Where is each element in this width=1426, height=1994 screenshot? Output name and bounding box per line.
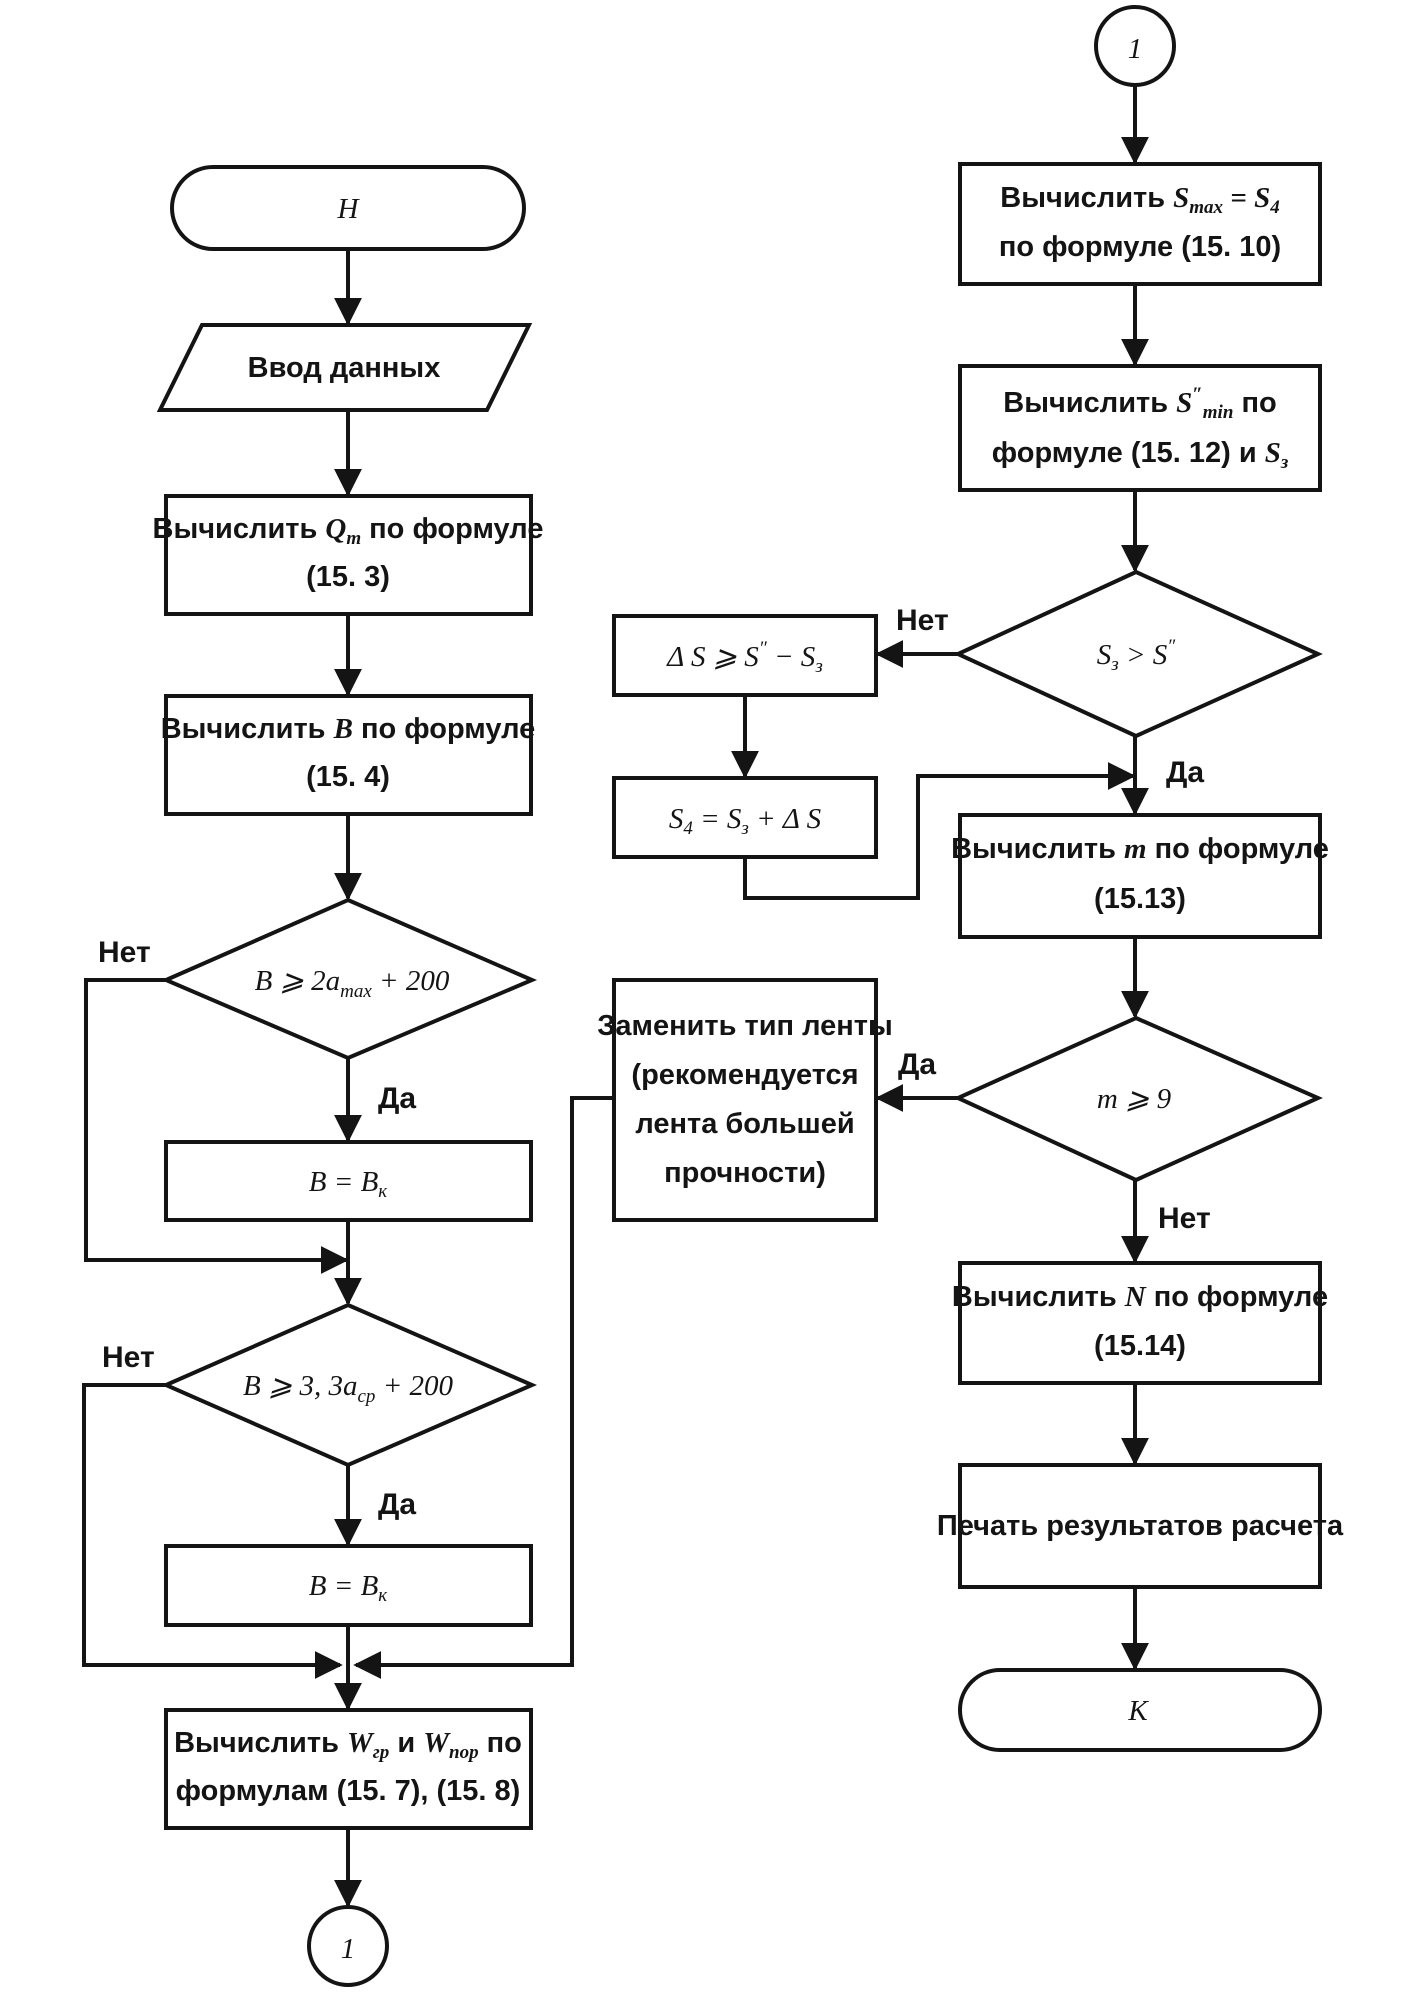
delta-s-label: Δ S ⩾ S″ − Sз	[666, 638, 822, 677]
input-data-box	[156, 323, 533, 412]
replace-belt-line2: (рекомендуется	[631, 1059, 858, 1091]
assign-b-k-1	[164, 1140, 533, 1222]
calc-qt-line2: (15. 3)	[306, 561, 390, 593]
label-no-cond2: Нет	[102, 1341, 155, 1374]
calc-b-line1: Вычислить B по формуле	[161, 713, 536, 745]
label-yes-cond2: Да	[378, 1488, 416, 1521]
calc-n-line2: (15.14)	[1094, 1330, 1186, 1362]
label-no-cond-m: Нет	[1158, 1202, 1211, 1235]
replace-belt-line1: Заменить тип ленты	[597, 1010, 893, 1042]
calc-b-line2: (15. 4)	[306, 761, 390, 793]
print-results-box	[958, 1463, 1322, 1589]
condition-width-max-label: B ⩾ 2amax + 200	[255, 965, 450, 1002]
condition-width-max	[160, 897, 538, 1061]
assign-b-k-2-label: B = Bк	[309, 1570, 389, 1606]
calc-smin-line2: формуле (15. 12) и Sз	[992, 437, 1289, 473]
condition-s3-label: Sз > S″	[1097, 636, 1177, 675]
calc-m-line2: (15.13)	[1094, 883, 1186, 915]
label-no-cond1: Нет	[98, 936, 151, 969]
s4-assign-label: S4 = Sз + Δ S	[669, 803, 822, 839]
print-results-label: Печать результатов расчета	[937, 1510, 1344, 1542]
assign-b-k-2	[164, 1544, 533, 1627]
condition-width-avg-label: B ⩾ 3, 3aср + 200	[243, 1370, 454, 1407]
calc-qt-line1: Вычислить Qт по формуле	[153, 513, 544, 549]
replace-belt-line3: лента большей	[635, 1108, 854, 1140]
label-yes-cond-m: Да	[898, 1048, 936, 1081]
connector-top-right-label: 1	[1128, 33, 1143, 65]
replace-belt-box	[612, 978, 878, 1222]
calc-b-box	[164, 694, 533, 816]
start-label: Н	[337, 193, 361, 225]
calc-w-line2: формулам (15. 7), (15. 8)	[176, 1775, 521, 1807]
calc-qt-box	[164, 494, 533, 616]
replace-belt-line4: прочности)	[664, 1157, 826, 1189]
end-label: К	[1127, 1695, 1149, 1727]
calc-w-line1: Вычислить Wгр и Wпор по	[174, 1727, 522, 1763]
label-yes-cond-s: Да	[1166, 756, 1204, 789]
assign-b-k-1-label: B = Bк	[309, 1166, 389, 1202]
calc-smin-line1: Вычислить S″min по	[1003, 384, 1276, 423]
condition-m-label: m ⩾ 9	[1097, 1083, 1172, 1115]
label-yes-cond1: Да	[378, 1082, 416, 1115]
calc-smax-line1: Вычислить Smax = S4	[1000, 182, 1279, 218]
calc-smin-box	[958, 364, 1322, 492]
calc-smax-line2: по формуле (15. 10)	[999, 231, 1281, 263]
edge-cond1-no	[84, 978, 349, 1274]
connector-bottom-left-label: 1	[341, 1933, 356, 1965]
input-data-label: Ввод данных	[248, 352, 441, 384]
label-no-cond-s: Нет	[896, 604, 949, 637]
edge-replace-back	[353, 1096, 614, 1679]
edge-s4-merge	[743, 762, 1136, 900]
edge-cond2-no	[82, 1383, 343, 1679]
calc-m-line1: Вычислить m по формуле	[951, 833, 1329, 865]
calc-n-line1: Вычислить N по формуле	[952, 1281, 1328, 1313]
calc-smax-box	[958, 162, 1322, 286]
